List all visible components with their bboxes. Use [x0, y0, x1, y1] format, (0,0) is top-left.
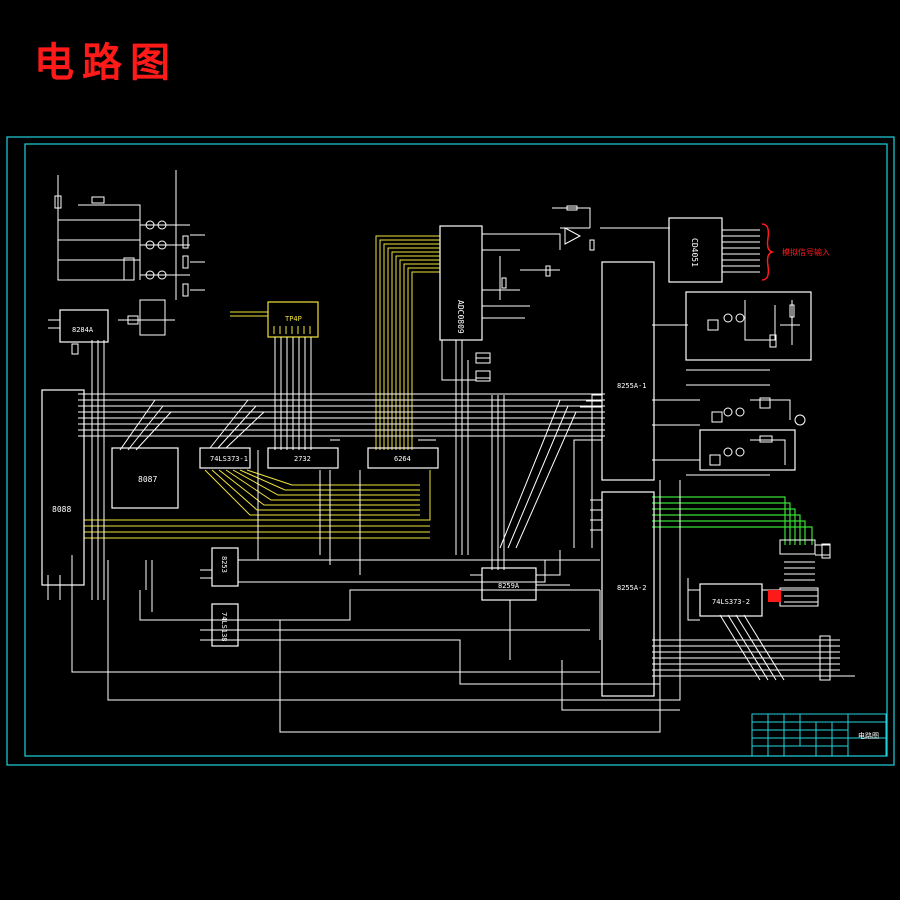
- ppi-2-label: 8255A-2: [617, 584, 647, 592]
- eprom-chip: [267, 447, 339, 469]
- ram-chip: [367, 447, 439, 469]
- key-board-label: TP4P: [285, 315, 302, 323]
- latch-1-chip: [199, 447, 251, 469]
- latch-1-label: 74LS373-1: [210, 455, 248, 463]
- timer-chip: [211, 547, 239, 587]
- clock-generator-chip: [59, 309, 109, 343]
- green-bus: [652, 496, 813, 545]
- title-block-drawing-name: 电路图: [858, 731, 879, 740]
- yellow-bus: [84, 235, 440, 539]
- decoder-label: 74LS138: [220, 612, 228, 642]
- eprom-label: 2732: [294, 455, 311, 463]
- multiplexer-chip: [668, 217, 723, 283]
- coprocessor-label: 8087: [138, 475, 157, 484]
- title-block: [751, 713, 887, 757]
- page-title: 电路图: [34, 39, 178, 86]
- relay-box-1: [685, 291, 812, 361]
- inner-frame: [24, 143, 888, 757]
- white-wiring: [47, 170, 855, 733]
- output-connectors: [779, 539, 831, 681]
- clock-generator-label: 8284A: [72, 326, 94, 334]
- sensor-bracket: [761, 223, 775, 281]
- passive-components: [54, 195, 595, 382]
- interrupt-controller-label: 8259A: [498, 582, 520, 590]
- timer-label: 8253: [220, 556, 228, 573]
- decoder-chip: [211, 603, 239, 647]
- adc-label: ADC0809: [456, 300, 465, 334]
- ppi-2-chip: [601, 491, 655, 697]
- latch-2-label: 74LS373-2: [712, 598, 750, 606]
- ppi-1-label: 8255A-1: [617, 382, 647, 390]
- ram-label: 6264: [394, 455, 411, 463]
- key-board-pins: [273, 326, 311, 334]
- mcu-label: 8088: [52, 505, 71, 514]
- coprocessor-chip: [111, 447, 179, 509]
- multiplexer-label: CD4051: [690, 238, 699, 267]
- red-marker: [768, 590, 781, 602]
- adc-chip: [439, 225, 483, 341]
- ppi-1-chip: [601, 261, 655, 481]
- relay-box-2: [699, 429, 796, 471]
- relay-box-contents: [707, 300, 806, 466]
- sensor-annotation: 模拟信号输入: [782, 247, 830, 257]
- interrupt-controller-chip: [481, 567, 537, 601]
- latch-2-chip: [699, 583, 763, 617]
- outer-frame: [6, 136, 895, 766]
- mcu-chip: [41, 389, 85, 586]
